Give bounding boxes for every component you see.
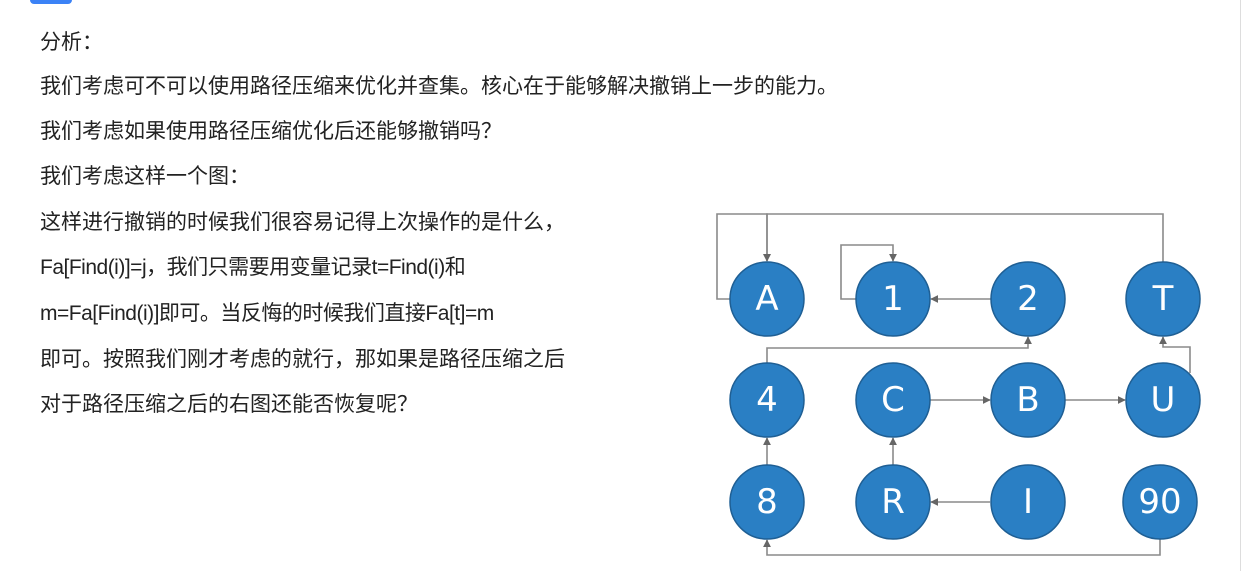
node-1: 1 [855,261,931,337]
node-label: C [881,380,905,420]
node-label: 4 [756,380,778,420]
node-label: B [1016,380,1039,420]
text-line: m=Fa[Find(i)]即可。当反悔的时候我们直接Fa[t]=m [40,302,494,325]
text-line: Fa[Find(i)]=j，我们只需要用变量记录t=Find(i)和 [40,256,466,279]
node-label: 90 [1138,482,1181,522]
node-U: U [1125,362,1201,438]
node-8: 8 [729,464,805,540]
node-C: C [855,362,931,438]
text-line: 这样进行撤销的时候我们很容易记得上次操作的是什么， [40,210,565,234]
edge-1-to-1 [840,244,897,300]
text-line: 分析： [40,30,103,54]
node-2: 2 [990,261,1066,337]
node-R: R [855,464,931,540]
text-line: 我们考虑如果使用路径压缩优化后还能够撤销吗？ [40,119,502,143]
node-label: 8 [756,482,778,522]
node-label: U [1151,380,1176,420]
node-90: 90 [1122,464,1198,540]
edge-U-to-T [1159,336,1191,373]
node-4: 4 [729,362,805,438]
node-B: B [990,362,1066,438]
node-label: 2 [1017,279,1039,319]
node-label: T [1152,279,1174,319]
node-label: R [881,482,905,522]
node-label: I [1023,482,1033,522]
node-I: I [990,464,1066,540]
top-accent-bar [30,0,72,4]
text-line: 我们考虑可不可以使用路径压缩来优化并查集。核心在于能够解决撤销上一步的能力。 [40,74,838,98]
node-A: A [729,261,805,337]
node-label: A [755,279,778,319]
text-line: 我们考虑这样一个图： [40,164,250,188]
edge-T-to-A [763,213,1164,262]
node-T: T [1125,261,1201,337]
text-line: 即可。按照我们刚才考虑的就行，那如果是路径压缩之后 [40,347,565,371]
text-line: 对于路径压缩之后的右图还能否恢复呢？ [40,392,418,416]
page-border [1240,0,1241,571]
node-label: 1 [882,279,904,319]
edge-90-to-8 [763,539,1161,556]
edge-4-to-2 [766,336,1032,363]
